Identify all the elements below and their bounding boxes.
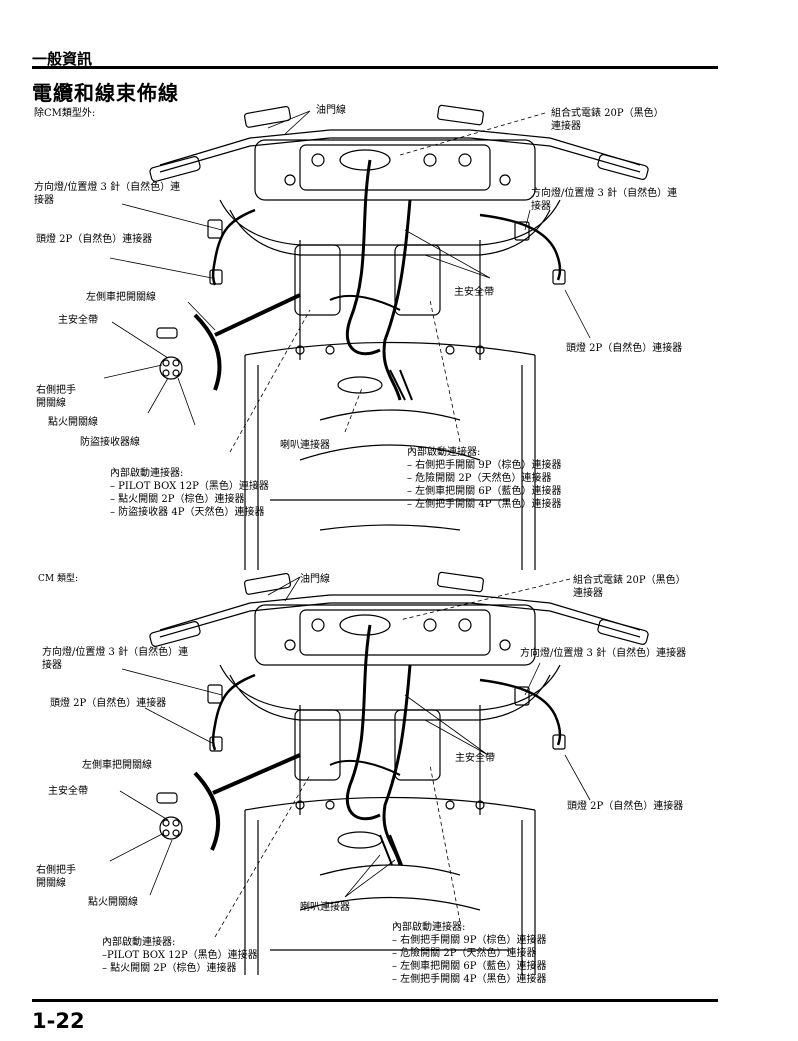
label-main-harness-left: 主安全帶 bbox=[48, 786, 88, 797]
wiring-diagram-bottom bbox=[109, 571, 649, 975]
label-turn-signal-right: 方向燈/位置燈 3 針（自然色）連接器 bbox=[520, 648, 687, 659]
label-ignition-switch: 點火開關線 bbox=[48, 417, 98, 428]
label-horn-connector: 喇叭連接器 bbox=[300, 902, 350, 913]
list-title: 內部啟動連接器: bbox=[110, 468, 184, 479]
list-item: – 防盜接收器 4P（天然色）連接器 bbox=[110, 507, 265, 518]
label-headlight-left: 頭燈 2P（自然色）連接器 bbox=[36, 234, 153, 245]
list-item: – 左側把手開關 4P（黑色）連接器 bbox=[392, 974, 547, 985]
list-title: 內部啟動連接器: bbox=[392, 922, 466, 933]
list-item: – 左側車把開關 6P（藍色）連接器 bbox=[392, 961, 547, 972]
section-header: 一般資訊 bbox=[32, 50, 93, 68]
label-headlight-right: 頭燈 2P（自然色）連接器 bbox=[567, 801, 684, 812]
label-throttle-cable: 油門線 bbox=[316, 105, 346, 116]
inner-connectors-right-top: 內部啟動連接器: – 右側把手開關 9P（棕色）連接器 – 危險開關 2P（天然… bbox=[407, 446, 561, 511]
label-combo-meter-connector: 組合式電錶 20P（黑色） 連接器 bbox=[573, 575, 686, 599]
label-right-handlebar-switch: 右側把手 開關線 bbox=[36, 385, 76, 409]
header-rule bbox=[32, 66, 718, 69]
inner-connectors-left-top: 內部啟動連接器: – PILOT BOX 12P（黑色）連接器 – 點火開關 2… bbox=[110, 467, 269, 519]
inner-connectors-left-bottom: 內部啟動連接器: –PILOT BOX 12P（黑色）連接器 – 點火開關 2P… bbox=[102, 936, 258, 975]
list-title: 內部啟動連接器: bbox=[102, 937, 176, 948]
label-ignition-switch: 點火開關線 bbox=[88, 897, 138, 908]
variant-label-top: 除CM類型外: bbox=[34, 108, 96, 119]
label-combo-meter-connector: 組合式電錶 20P（黑色） 連接器 bbox=[551, 108, 664, 132]
label-left-handlebar-switch: 左側車把開關線 bbox=[86, 292, 156, 303]
page-number: 1-22 bbox=[32, 1009, 85, 1033]
list-item: – 右側把手開關 9P（棕色）連接器 bbox=[407, 460, 562, 471]
label-right-handlebar-switch: 右側把手 開關線 bbox=[36, 865, 76, 889]
list-item: – 危險開關 2P（天然色）連接器 bbox=[407, 473, 552, 484]
page-title: 電纜和線束佈線 bbox=[32, 81, 179, 105]
label-headlight-right: 頭燈 2P（自然色）連接器 bbox=[566, 343, 683, 354]
list-item: – PILOT BOX 12P（黑色）連接器 bbox=[110, 481, 269, 492]
list-item: – 右側把手開關 9P（棕色）連接器 bbox=[392, 935, 547, 946]
label-headlight-left: 頭燈 2P（自然色）連接器 bbox=[50, 698, 167, 709]
label-turn-signal-left: 方向燈/位置燈 3 針（自然色）連 接器 bbox=[34, 182, 181, 206]
inner-connectors-right-bottom: 內部啟動連接器: – 右側把手開關 9P（棕色）連接器 – 危險開關 2P（天然… bbox=[392, 921, 546, 986]
label-main-harness-right: 主安全帶 bbox=[455, 753, 495, 764]
label-main-harness-left: 主安全帶 bbox=[58, 315, 98, 326]
list-item: –PILOT BOX 12P（黑色）連接器 bbox=[102, 950, 258, 961]
list-item: – 左側車把開關 6P（藍色）連接器 bbox=[407, 486, 562, 497]
label-left-handlebar-switch: 左側車把開關線 bbox=[82, 760, 152, 771]
label-immobilizer-receiver: 防盜接收器線 bbox=[80, 437, 140, 448]
variant-label-bottom: CM 類型: bbox=[38, 574, 78, 584]
label-main-harness-right: 主安全帶 bbox=[454, 287, 494, 298]
label-throttle-cable: 油門線 bbox=[300, 574, 330, 585]
wiring-diagram-top bbox=[103, 104, 649, 570]
list-item: – 點火開關 2P（棕色）連接器 bbox=[110, 494, 245, 505]
list-item: – 危險開關 2P（天然色）連接器 bbox=[392, 948, 537, 959]
label-turn-signal-right: 方向燈/位置燈 3 針（自然色）連 接器 bbox=[531, 188, 678, 212]
list-item: – 點火開關 2P（棕色）連接器 bbox=[102, 963, 237, 974]
label-horn-connector: 喇叭連接器 bbox=[280, 440, 330, 451]
list-item: – 左側把手開關 4P（黑色）連接器 bbox=[407, 499, 562, 510]
label-turn-signal-left: 方向燈/位置燈 3 針（自然色）連 接器 bbox=[42, 647, 189, 671]
list-title: 內部啟動連接器: bbox=[407, 447, 481, 458]
footer-rule bbox=[32, 999, 718, 1002]
